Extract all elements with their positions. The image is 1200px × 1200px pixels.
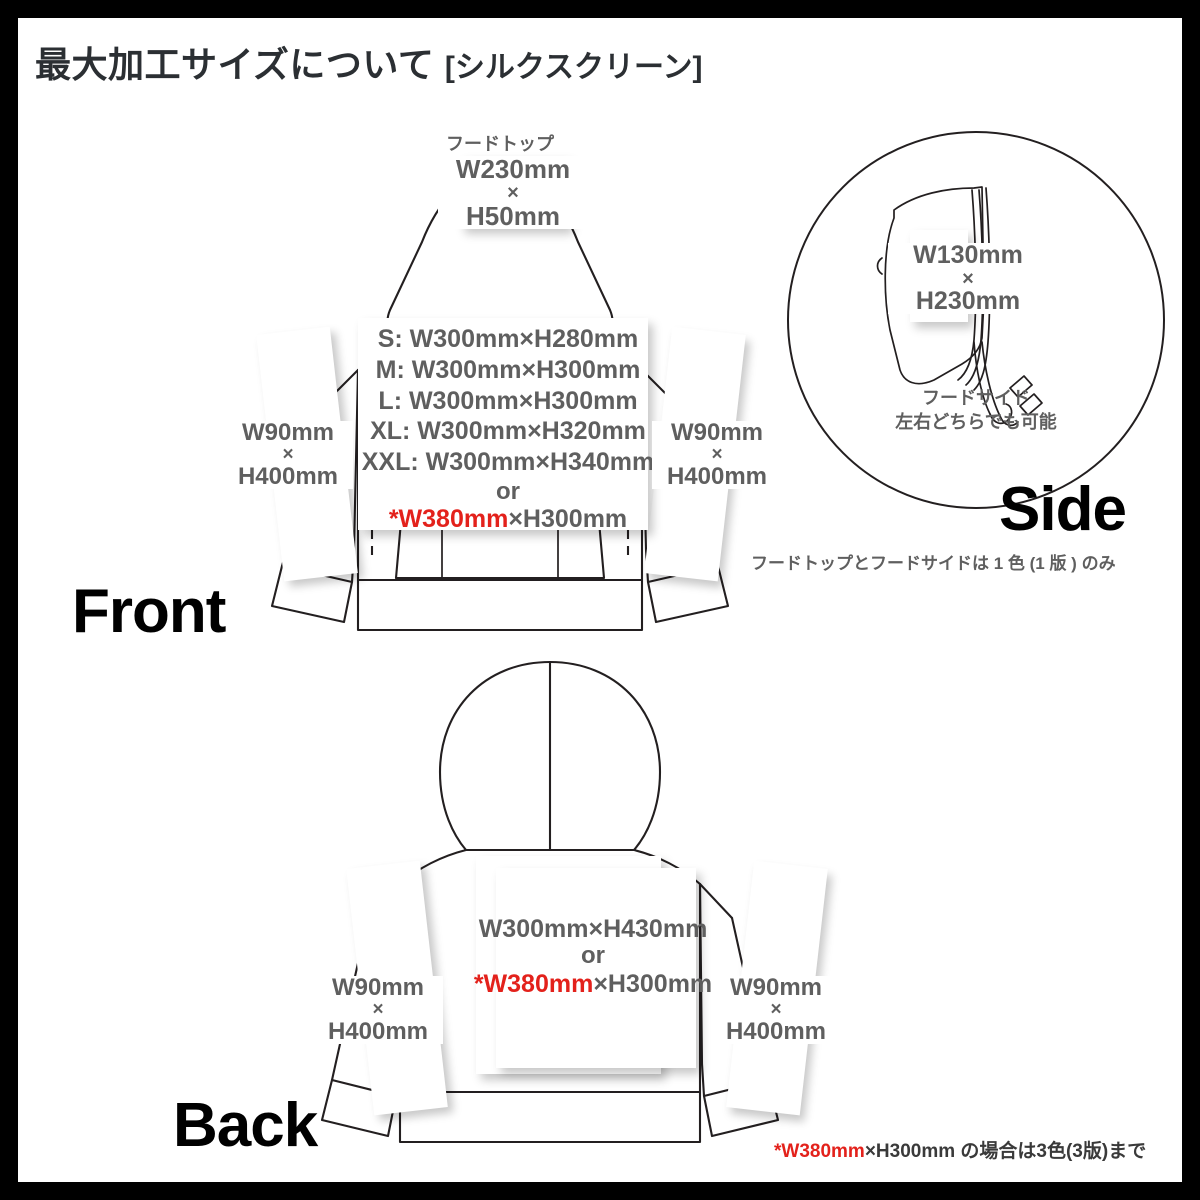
back-left-sleeve-height: H400mm [327,1017,429,1045]
front-size-s: S: W300mm×H280mm [377,325,639,353]
back-left-sleeve-separator: × [372,999,384,1021]
back-left-sleeve-width: W90mm [331,974,425,1001]
poster-canvas: 最大加工サイズについて [シルクスクリーン] [18,18,1182,1182]
footnote-red: *W380mm [774,1141,865,1162]
back-body-alt-rest: ×H300mm [593,969,713,998]
side-hood-width: W130mm [913,241,1023,269]
side-hood-caption-line1: フードサイド [922,388,1030,408]
back-body-alt: *W380mm×H300mm [428,970,758,998]
back-right-sleeve-dimension: W90mm × H400mm [711,974,841,1045]
front-size-xxl: XXL: W300mm×H340mm [361,448,655,476]
back-body-alt-red: *W380mm [473,969,594,998]
front-right-sleeve-separator: × [711,444,723,466]
hood-top-height: H50mm [466,200,560,231]
side-hood-height: H230mm [915,286,1021,315]
hood-top-dimension: W230mm × H50mm [438,154,588,231]
side-hood-dimension: W130mm × H230mm [888,241,1048,315]
side-hood-separator: × [962,267,974,290]
front-size-l: L: W300mm×H300mm [378,386,638,415]
back-right-sleeve-width: W90mm [729,974,823,1001]
front-body-alt-rest: ×H300mm [508,505,628,533]
front-body-alt-red: *W380mm [388,505,509,533]
front-right-sleeve-height: H400mm [666,462,768,490]
back-right-sleeve-separator: × [770,999,782,1021]
front-left-sleeve-dimension: W90mm × H400mm [223,419,353,490]
hood-top-caption: フードトップ [446,134,554,154]
side-view-label: Side [999,475,1127,544]
footnote-rest: ×H300mm の場合は3色(3版)まで [864,1141,1147,1162]
front-left-sleeve-width: W90mm [241,419,335,446]
hood-top-separator: × [507,181,519,204]
page-title-main: 最大加工サイズについて [35,44,435,85]
front-size-m: M: W300mm×H300mm [375,355,641,384]
page-title-bracket: [シルクスクリーン] [444,51,703,84]
front-right-sleeve-dimension: W90mm × H400mm [652,419,782,490]
side-hood-caption-line2: 左右どちらでも可能 [895,412,1057,433]
hood-top-width: W230mm [455,154,571,184]
side-hood-caption: フードサイド 左右どちらでも可能 [856,386,1096,435]
side-print-color-note: フードトップとフードサイドは 1 色 (1 版 ) のみ [751,554,1116,573]
front-right-sleeve-width: W90mm [670,419,764,446]
back-body-primary: W300mm×H430mm [478,915,708,943]
back-body-print-area-wide [496,868,696,1068]
back-or-label: or [581,942,605,969]
page-title: 最大加工サイズについて [シルクスクリーン] [35,36,702,88]
front-size-xl: XL: W300mm×H320mm [370,417,646,446]
side-hood-illustration [787,131,1165,509]
back-body-dimension-block: W300mm×H430mm or *W380mm×H300mm [428,915,758,998]
back-right-sleeve-height: H400mm [725,1017,827,1045]
front-body-alt-size: *W380mm×H300mm [354,505,662,534]
back-left-sleeve-dimension: W90mm × H400mm [313,974,443,1045]
front-view-label: Front [72,577,226,646]
front-or-label: or [496,478,520,505]
back-view-label: Back [173,1091,318,1160]
footnote: *W380mm×H300mm の場合は3色(3版)まで [774,1136,1146,1163]
front-body-print-area [358,318,648,530]
front-left-sleeve-separator: × [282,444,294,466]
front-body-size-list: S: W300mm×H280mm M: W300mm×H300mm L: W30… [354,324,662,478]
front-left-sleeve-height: H400mm [237,462,339,490]
